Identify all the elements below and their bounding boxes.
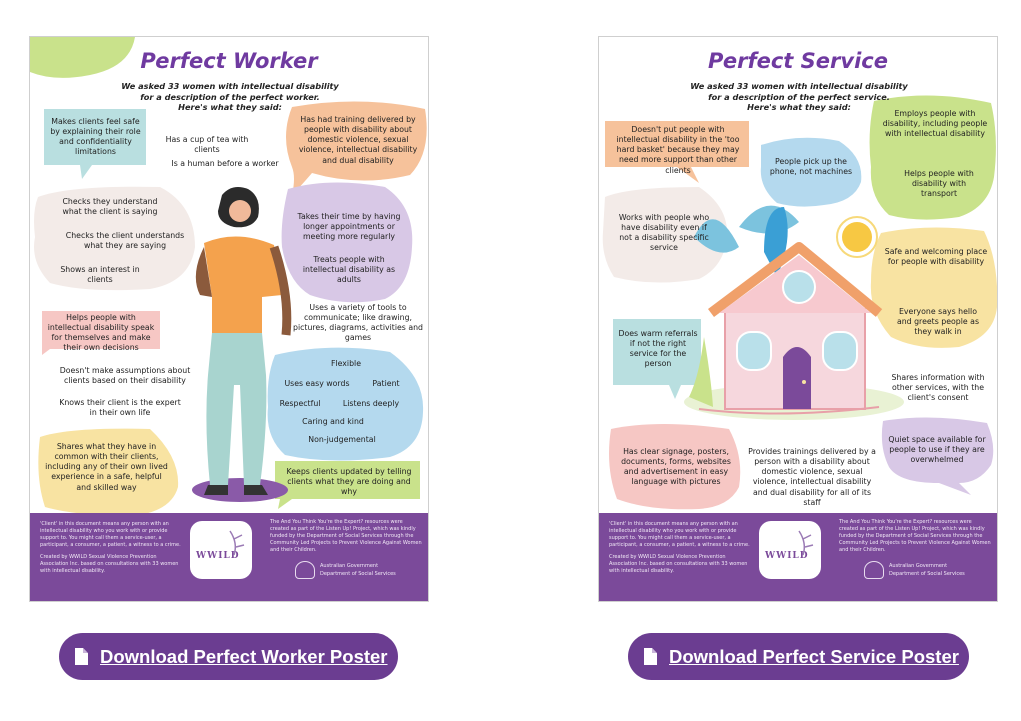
worker-item: Makes clients feel safe by explaining th… xyxy=(50,117,141,157)
poster-subtitle: We asked 33 women with intellectual disa… xyxy=(121,81,339,113)
perfect-worker-poster: Perfect Worker We asked 33 women with in… xyxy=(29,36,429,602)
service-item: Shares information with other services, … xyxy=(891,373,985,403)
poster-footer: 'Client' in this document means any pers… xyxy=(599,513,997,601)
service-item: Doesn't put people with intellectual dis… xyxy=(616,125,740,175)
gov-text: Australian Government Department of Soci… xyxy=(889,563,965,577)
service-item: Has clear signage, posters, documents, f… xyxy=(621,447,731,487)
worker-item: Shares what they have in common with the… xyxy=(45,442,168,492)
service-item: Employs people with disability, includin… xyxy=(882,109,988,139)
download-worker-poster-button[interactable]: Download Perfect Worker Poster xyxy=(59,633,398,680)
worker-item: Knows their client is the expert in thei… xyxy=(59,398,181,418)
poster-title: Perfect Worker xyxy=(140,49,318,73)
worker-item: Helps people with intellectual disabilit… xyxy=(47,313,155,353)
file-icon xyxy=(644,648,657,665)
service-item: Works with people who have disability ev… xyxy=(618,213,710,253)
perfect-service-poster: Perfect Service We asked 33 women with i… xyxy=(598,36,998,602)
client-note: 'Client' in this document means any pers… xyxy=(40,521,181,548)
worker-item: Is a human before a worker xyxy=(171,159,279,168)
worker-item: Non-judgemental xyxy=(308,435,376,444)
worker-item: Shows an interest in clients xyxy=(60,265,140,285)
service-item: Helps people with disability with transp… xyxy=(904,169,974,199)
logo-icon: WWILD xyxy=(759,521,821,579)
gov-text: Australian Government Department of Soci… xyxy=(320,563,396,577)
worker-item: Uses easy words xyxy=(284,379,350,388)
worker-item: Treats people with intellectual disabili… xyxy=(302,255,396,285)
figure-illustration xyxy=(192,187,292,502)
worker-item: Doesn't make assumptions about clients b… xyxy=(59,366,191,386)
file-icon xyxy=(75,648,88,665)
resource-note: The And You Think You're the Expert? res… xyxy=(270,519,422,553)
poster-footer: 'Client' in this document means any pers… xyxy=(30,513,428,601)
gov-crest-icon xyxy=(295,561,315,579)
created-by: Created by WWILD Sexual Violence Prevent… xyxy=(609,554,748,574)
service-item: Everyone says hello and greets people as… xyxy=(896,307,980,337)
download-service-label: Download Perfect Service Poster xyxy=(669,645,959,667)
client-note: 'Client' in this document means any pers… xyxy=(609,521,750,548)
worker-item: Flexible xyxy=(330,359,361,368)
worker-item: Respectful xyxy=(279,399,321,408)
created-by: Created by WWILD Sexual Violence Prevent… xyxy=(40,554,179,574)
poster-background-art xyxy=(602,95,997,510)
logo-icon: WWILD xyxy=(190,521,252,579)
poster-subtitle: We asked 33 women with intellectual disa… xyxy=(690,81,908,113)
worker-item: Patient xyxy=(372,379,400,388)
service-item: Provides trainings delivered by a person… xyxy=(748,447,876,507)
download-service-poster-button[interactable]: Download Perfect Service Poster xyxy=(628,633,969,680)
worker-item: Keeps clients updated by telling clients… xyxy=(286,467,412,497)
gov-crest-icon xyxy=(864,561,884,579)
worker-item: Takes their time by having longer appoin… xyxy=(297,212,401,242)
worker-item: Listens deeply xyxy=(342,399,400,408)
service-item: Does warm referrals if not the right ser… xyxy=(618,329,698,369)
worker-item: Uses a variety of tools to communicate; … xyxy=(293,303,423,343)
service-item: Quiet space available for people to use … xyxy=(888,435,986,465)
poster-title: Perfect Service xyxy=(708,49,888,73)
worker-item: Caring and kind xyxy=(302,417,364,426)
download-worker-label: Download Perfect Worker Poster xyxy=(100,645,388,667)
service-item: People pick up the phone, not machines xyxy=(769,157,853,177)
poster-background-art xyxy=(30,37,427,516)
worker-item: Has had training delivered by people wit… xyxy=(298,115,418,165)
resource-note: The And You Think You're the Expert? res… xyxy=(839,519,991,553)
worker-item: Checks the client understands what they … xyxy=(65,231,185,251)
service-item: Safe and welcoming place for people with… xyxy=(884,247,988,267)
worker-item: Has a cup of tea with clients xyxy=(165,135,249,155)
sun-icon xyxy=(842,222,872,252)
worker-item: Checks they understand what the client i… xyxy=(62,197,158,217)
